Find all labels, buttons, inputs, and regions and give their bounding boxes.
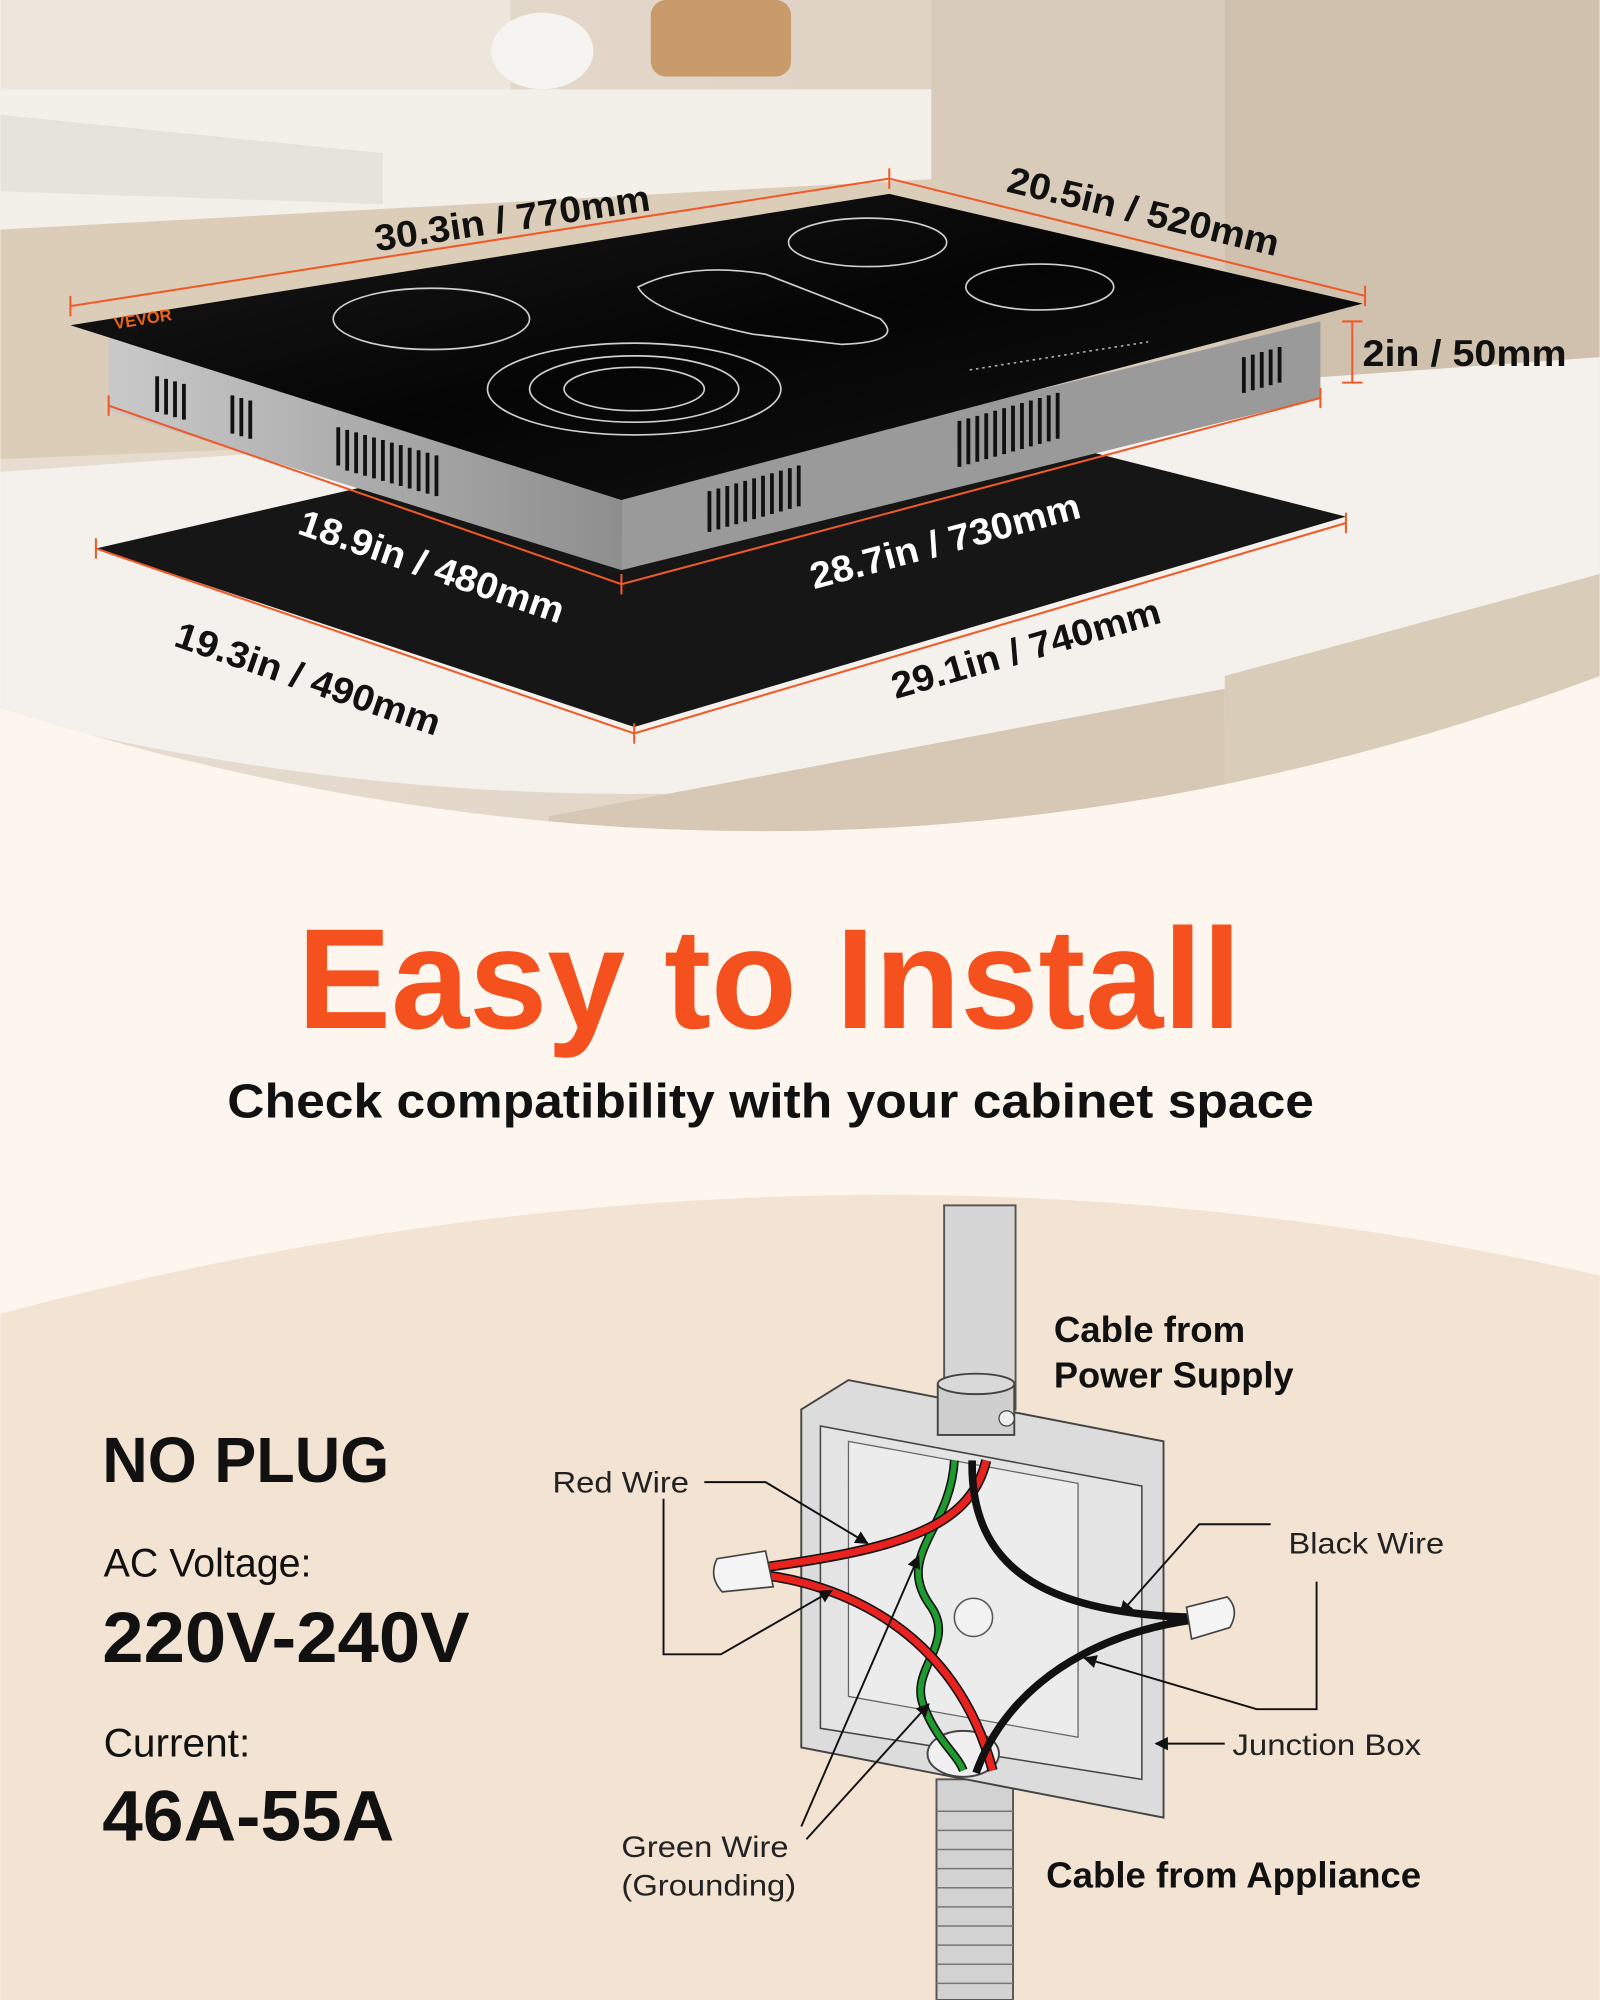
cable-supply-label-1: Cable from	[1054, 1310, 1245, 1350]
red-wire-label: Red Wire	[553, 1466, 689, 1499]
dim-height: 2in / 50mm	[1363, 333, 1567, 374]
countertop-cutout	[95, 382, 1346, 728]
voltage-label: AC Voltage:	[104, 1542, 312, 1586]
page-title: Easy to Install	[297, 900, 1241, 1059]
wiring-diagram: Cable from Power Supply Red Wire Black W…	[553, 1204, 1445, 2000]
ground-screw	[953, 1597, 994, 1638]
no-plug-label: NO PLUG	[102, 1424, 389, 1496]
appliance-conduit	[935, 1778, 1014, 2000]
green-wire-label-2: (Grounding)	[621, 1869, 796, 1902]
junction-box-label: Junction Box	[1232, 1729, 1421, 1762]
right-wire-nut	[1185, 1596, 1236, 1641]
black-wire-label: Black Wire	[1289, 1528, 1445, 1561]
lower-panel	[0, 1194, 1600, 2000]
left-wire-nut	[712, 1550, 775, 1593]
current-value: 46A-55A	[102, 1777, 394, 1857]
leader-lines	[662, 1481, 1318, 1840]
vent-slots	[155, 346, 1282, 532]
dimension-lines	[69, 168, 1367, 744]
black-wire	[968, 1460, 1194, 1775]
green-wire-label-1: Green Wire	[621, 1831, 788, 1864]
current-label: Current:	[104, 1721, 251, 1765]
cable-appliance-label: Cable from Appliance	[1046, 1856, 1421, 1896]
page-subtitle: Check compatibility with your cabinet sp…	[227, 1074, 1314, 1128]
cooktop-glass	[70, 193, 1363, 500]
cooktop-side-right	[621, 321, 1321, 571]
voltage-value: 220V-240V	[102, 1598, 470, 1678]
product-photo: VEVOR 30.3in / 770mm 20.5in / 520mm 2in …	[0, 0, 1600, 832]
cable-supply-label-2: Power Supply	[1054, 1356, 1294, 1396]
burner-rings	[332, 217, 1149, 436]
